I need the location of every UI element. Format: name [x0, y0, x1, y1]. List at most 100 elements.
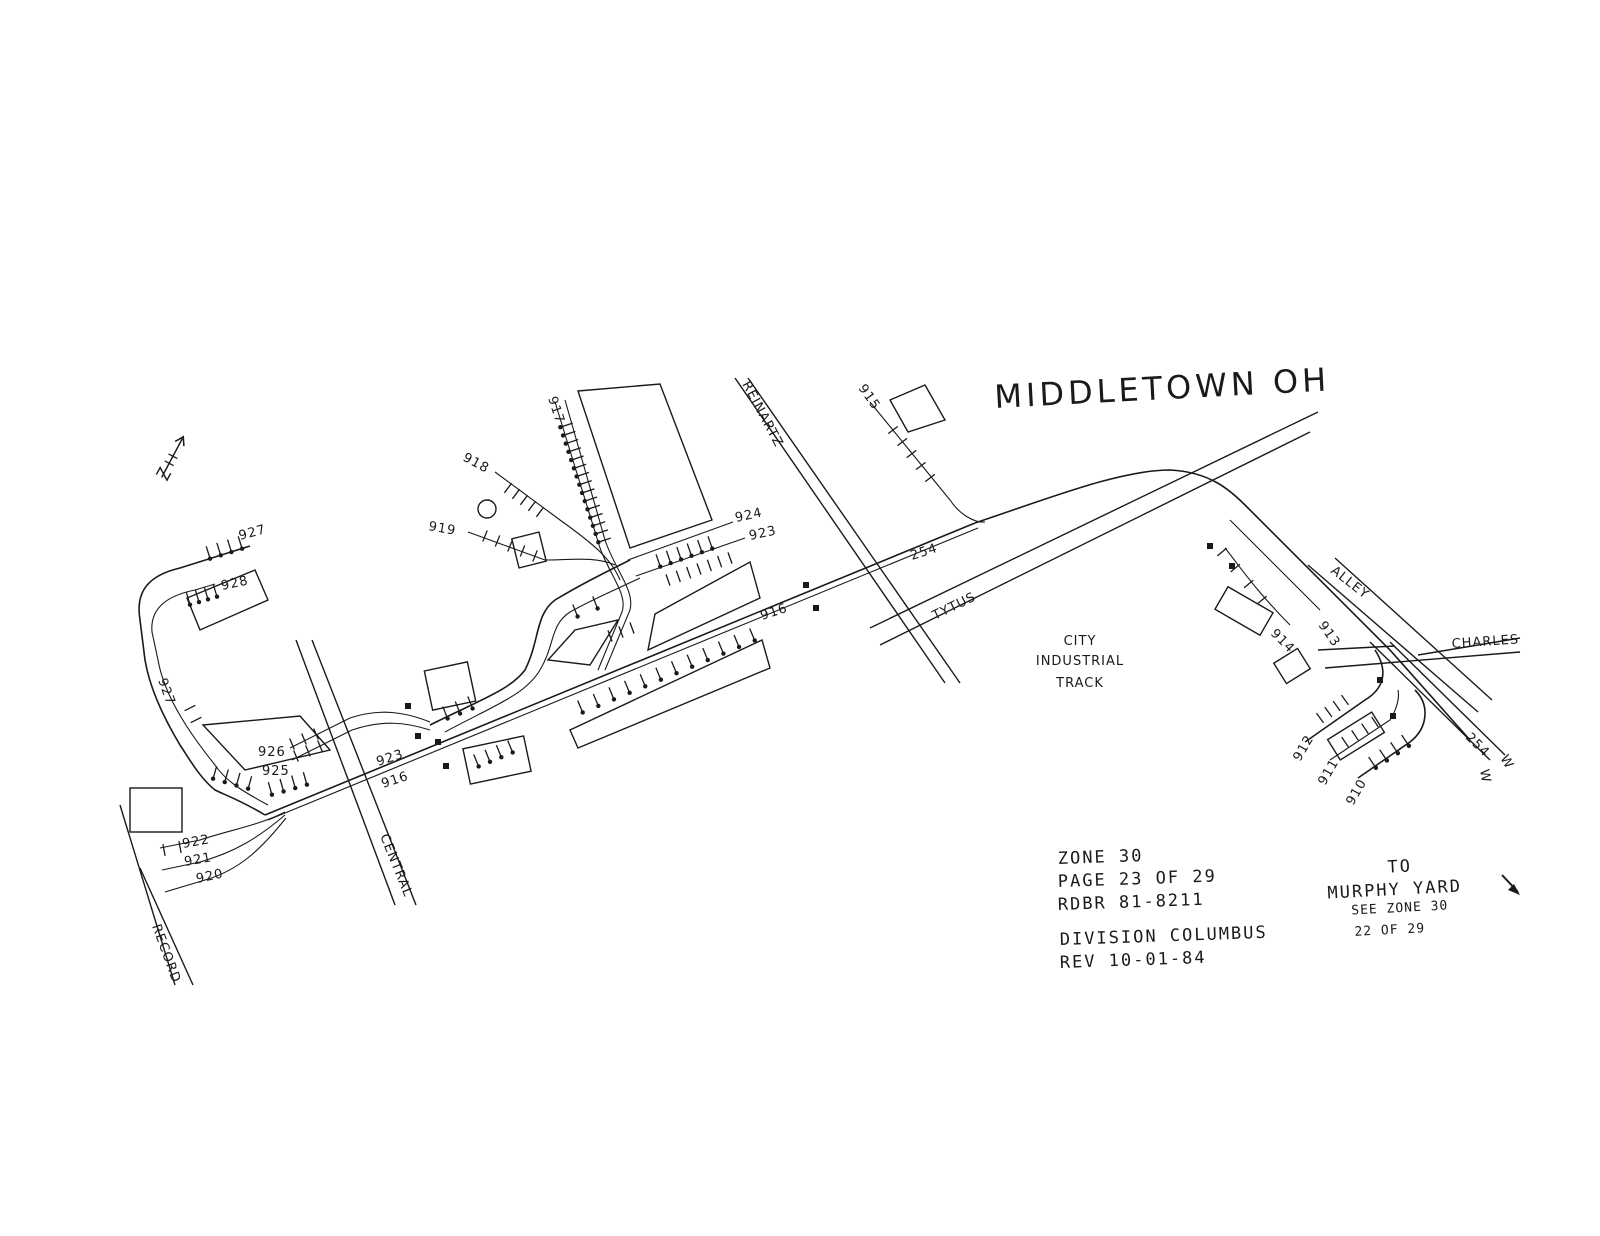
car-spot-tick — [574, 463, 587, 469]
car-spot-dot — [304, 782, 310, 787]
car-spot-tick — [727, 552, 733, 564]
road-charles-1 — [1324, 651, 1521, 669]
car-spot-tick — [563, 430, 576, 436]
car-spot-tick — [527, 500, 537, 512]
derail-marker — [1377, 677, 1383, 683]
label-917: 917 — [544, 395, 567, 426]
building-record — [129, 787, 183, 833]
car-spot-tick — [484, 749, 491, 762]
car-spot-tick — [236, 772, 241, 785]
track-913 — [1229, 519, 1321, 611]
car-spot-tick — [599, 537, 611, 543]
info-rev: REV 10-01-84 — [1059, 948, 1206, 973]
to-murphy-yard: TO MURPHY YARD SEE ZONE 30 22 OF 29 — [1327, 856, 1462, 939]
car-spot-dot — [222, 779, 227, 785]
car-spot-dot — [577, 482, 582, 487]
car-spot-dot — [510, 750, 515, 755]
info-page: PAGE 23 OF 29 — [1057, 866, 1217, 892]
car-spot-dot — [588, 515, 593, 520]
car-spot-tick — [585, 496, 598, 502]
car-spot-tick — [267, 782, 273, 794]
car-spot-tick — [442, 706, 448, 718]
info-block: ZONE 30 PAGE 23 OF 29 RDBR 81-8211 DIVIS… — [1057, 846, 1268, 973]
label-913: 913 — [1315, 619, 1343, 650]
car-spot-tick — [313, 728, 319, 740]
car-spot-tick — [924, 473, 936, 483]
car-spot-dot — [627, 690, 632, 696]
car-spot-tick — [655, 667, 662, 680]
car-spot-dot — [1373, 765, 1379, 771]
car-spot-tick — [655, 554, 661, 566]
street-labels: REINARTZ TYTUS CENTRAL RECORD ALLEY CHAR… — [148, 379, 1519, 985]
label-w1: W — [1497, 753, 1517, 773]
car-spot-tick — [212, 766, 218, 778]
track-labels: 927 928 927 926 925 922 921 920 923 916 … — [154, 382, 1516, 887]
road-central-1 — [295, 639, 396, 906]
car-spot-tick — [897, 437, 908, 447]
car-spot-tick — [535, 506, 545, 518]
car-spot-tick — [577, 471, 590, 477]
car-spot-tick — [1315, 712, 1325, 724]
track-914 — [1224, 547, 1291, 626]
label-918: 918 — [460, 450, 492, 476]
building-915 — [889, 384, 947, 433]
car-spot-tick — [623, 680, 630, 693]
car-spot-dot — [187, 602, 193, 607]
label-923-right: 923 — [748, 523, 778, 543]
car-spot-tick — [906, 449, 917, 459]
car-spot-dot — [571, 466, 577, 471]
car-spot-tick — [580, 480, 592, 485]
car-spot-tick — [697, 539, 703, 552]
car-spot-dot — [293, 785, 298, 791]
car-spot-dot — [210, 776, 216, 781]
car-spot-tick — [1341, 736, 1349, 748]
car-spot-dot — [580, 710, 585, 715]
car-spot-dot — [575, 614, 580, 619]
car-spot-tick — [618, 626, 624, 638]
car-spot-tick — [511, 488, 521, 500]
car-spot-ticks — [162, 422, 1412, 857]
label-254-w: 254 — [1462, 730, 1492, 760]
car-spot-dot — [678, 557, 684, 562]
car-spot-tick — [1390, 741, 1398, 753]
car-spot-tick — [608, 687, 615, 699]
car-spot-tick — [503, 482, 513, 494]
building-alley — [1272, 647, 1312, 685]
car-spot-dot — [476, 764, 481, 769]
map-title: MIDDLETOWN OH — [993, 360, 1331, 416]
car-spot-tick — [592, 596, 598, 608]
derail-marker — [803, 582, 809, 588]
label-911: 911 — [1315, 756, 1342, 788]
car-spot-dot — [445, 716, 450, 721]
car-spot-tick — [639, 674, 646, 686]
info-division: DIVISION COLUMBUS — [1059, 923, 1268, 950]
car-spot-tick — [291, 775, 296, 788]
car-spot-tick — [629, 622, 635, 634]
car-spot-tick — [733, 634, 740, 647]
track-928 — [151, 583, 269, 806]
label-254: 254 — [909, 541, 940, 564]
road-diag-1 — [1369, 641, 1491, 761]
direction-arrow-icon — [1501, 874, 1520, 895]
track-911 — [1329, 689, 1399, 761]
road-record-1 — [119, 804, 176, 986]
label-926: 926 — [258, 745, 286, 760]
car-spot-tick — [317, 740, 323, 752]
car-spot-tick — [686, 543, 692, 556]
car-spot-tick — [1243, 579, 1254, 589]
building-917 — [577, 383, 713, 549]
car-spot-dot — [596, 703, 601, 709]
road-record-2 — [139, 867, 194, 986]
car-spot-dot — [218, 553, 223, 558]
track-921 — [161, 814, 286, 871]
car-spot-dot — [574, 474, 579, 479]
car-spot-tick — [279, 778, 284, 791]
building-long — [569, 639, 771, 749]
car-spot-tick — [519, 494, 529, 506]
car-spot-tick — [702, 647, 709, 660]
car-spot-dot — [643, 684, 648, 689]
car-spot-tick — [571, 455, 584, 461]
car-spot-tick — [1401, 734, 1409, 746]
car-spot-dot — [457, 711, 463, 716]
